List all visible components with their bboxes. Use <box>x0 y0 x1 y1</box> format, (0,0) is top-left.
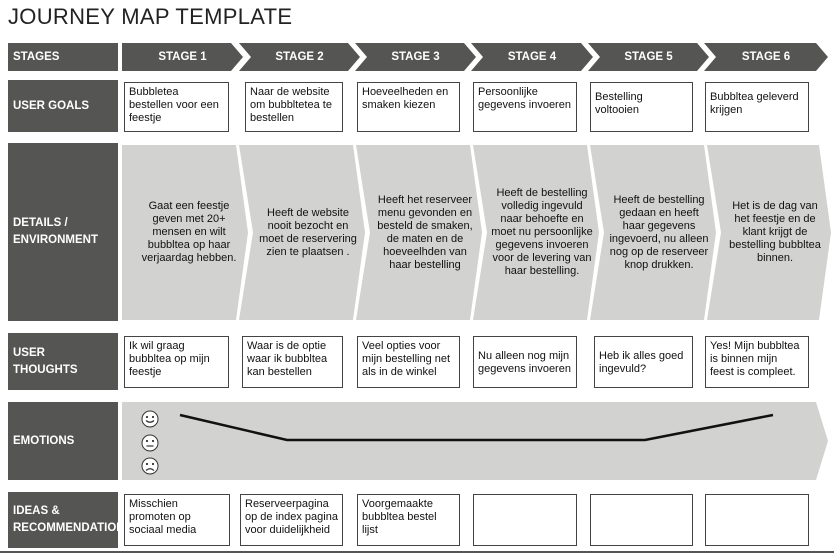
user-thought-4: Nu alleen nog mijn gegevens invoeren <box>473 336 577 388</box>
stage-header-3: STAGE 3 <box>355 43 476 71</box>
row-label-user-goals-text: USER GOALS <box>13 99 90 112</box>
detail-text-1: Gaat een feestje geven met 20+ mensen en… <box>141 200 237 264</box>
idea-2: Reserveerpagina op de index pagina voor … <box>240 494 343 546</box>
detail-text-2: Heeft de website nooit bezocht en moet d… <box>259 206 357 258</box>
stage-header-5-label: STAGE 5 <box>624 51 673 63</box>
row-label-details: DETAILS / ENVIRONMENT <box>8 143 118 321</box>
user-goal-5: Bestelling voltooien <box>590 82 693 132</box>
row-label-details-line1: DETAILS / <box>13 217 68 229</box>
row-label-user-goals: USER GOALS <box>8 80 118 132</box>
row-label-stages-text: STAGES <box>13 50 60 63</box>
row-label-ideas-line1: IDEAS & <box>13 505 60 517</box>
stage-header-4-label: STAGE 4 <box>507 51 557 63</box>
detail-text-6: Het is de dag van het feestje en de klan… <box>729 200 821 264</box>
idea-4 <box>473 494 577 546</box>
user-thought-5: Heb ik alles goed ingevuld? <box>594 336 693 388</box>
row-label-ideas: IDEAS & RECOMMENDATIONS <box>8 492 132 548</box>
detail-chevron-6: Het is de dag van het feestje en de klan… <box>707 145 831 320</box>
user-goal-4: Persoonlijke gegevens invoeren <box>473 82 577 132</box>
stage-header-5: STAGE 5 <box>588 43 709 71</box>
detail-text-5: Heeft de bestelling gedaan en heeft haar… <box>609 193 709 271</box>
detail-chevron-4: Heeft de bestelling volledig ingevuld na… <box>473 145 599 320</box>
detail-text-4: Heeft de bestelling volledig ingevuld na… <box>491 187 593 277</box>
bottom-divider <box>0 551 834 553</box>
stage-header-2: STAGE 2 <box>239 43 360 71</box>
idea-6 <box>705 494 809 546</box>
sad-face-icon <box>141 457 159 475</box>
row-label-stages: STAGES <box>8 43 118 71</box>
stage-header-3-label: STAGE 3 <box>391 51 440 63</box>
detail-chevron-5: Heeft de bestelling gedaan en heeft haar… <box>590 145 716 320</box>
user-goal-1: Bubbletea bestellen voor een feestje <box>124 82 229 132</box>
stage-header-2-label: STAGE 2 <box>275 51 324 63</box>
user-thought-2: Waar is de optie waar ik bubbltea kan be… <box>242 336 343 388</box>
smile-face-icon <box>141 410 159 428</box>
stage-header-4: STAGE 4 <box>471 43 593 71</box>
row-label-emotions-text: EMOTIONS <box>13 434 75 447</box>
stage-header-1-label: STAGE 1 <box>158 51 207 63</box>
detail-chevron-2: Heeft de website nooit bezocht en moet d… <box>239 145 365 320</box>
page-title: JOURNEY MAP TEMPLATE <box>8 4 293 29</box>
row-label-emotions: EMOTIONS <box>8 402 118 480</box>
user-goal-6: Bubbltea geleverd krijgen <box>705 82 809 132</box>
idea-5 <box>590 494 693 546</box>
idea-1: Misschien promoten op sociaal media <box>124 494 230 546</box>
stage-header-1: STAGE 1 <box>122 43 243 71</box>
detail-chevron-3: Heeft het reserveer menu gevonden en bes… <box>356 145 482 320</box>
user-goal-3: Hoeveelheden en smaken kiezen <box>357 82 460 132</box>
row-label-user-thoughts: USER THOUGHTS <box>8 333 118 390</box>
row-label-thoughts-line1: USER <box>13 346 45 359</box>
detail-chevron-1: Gaat een feestje geven met 20+ mensen en… <box>122 145 248 320</box>
stage-header-6: STAGE 6 <box>704 43 828 71</box>
user-goal-2: Naar de website om bubbltetea te bestell… <box>245 82 343 132</box>
detail-text-3: Heeft het reserveer menu gevonden en bes… <box>377 193 473 271</box>
user-thought-1: Ik wil graag bubbltea op mijn feestje <box>124 336 229 388</box>
row-label-thoughts-line2: THOUGHTS <box>13 363 78 376</box>
user-thought-3: Veel opties voor mijn bestelling net als… <box>357 336 460 388</box>
neutral-face-icon <box>141 434 159 452</box>
stage-header-6-label: STAGE 6 <box>741 51 791 63</box>
user-thought-6: Yes! Mijn bubbltea is binnen mijn feest … <box>705 336 809 388</box>
row-label-ideas-line2: RECOMMENDATIONS <box>13 522 133 534</box>
emotion-band <box>122 402 828 480</box>
idea-3: Voorgemaakte bubbltea bestel lijst <box>357 494 460 546</box>
row-label-details-line2: ENVIRONMENT <box>13 234 98 246</box>
